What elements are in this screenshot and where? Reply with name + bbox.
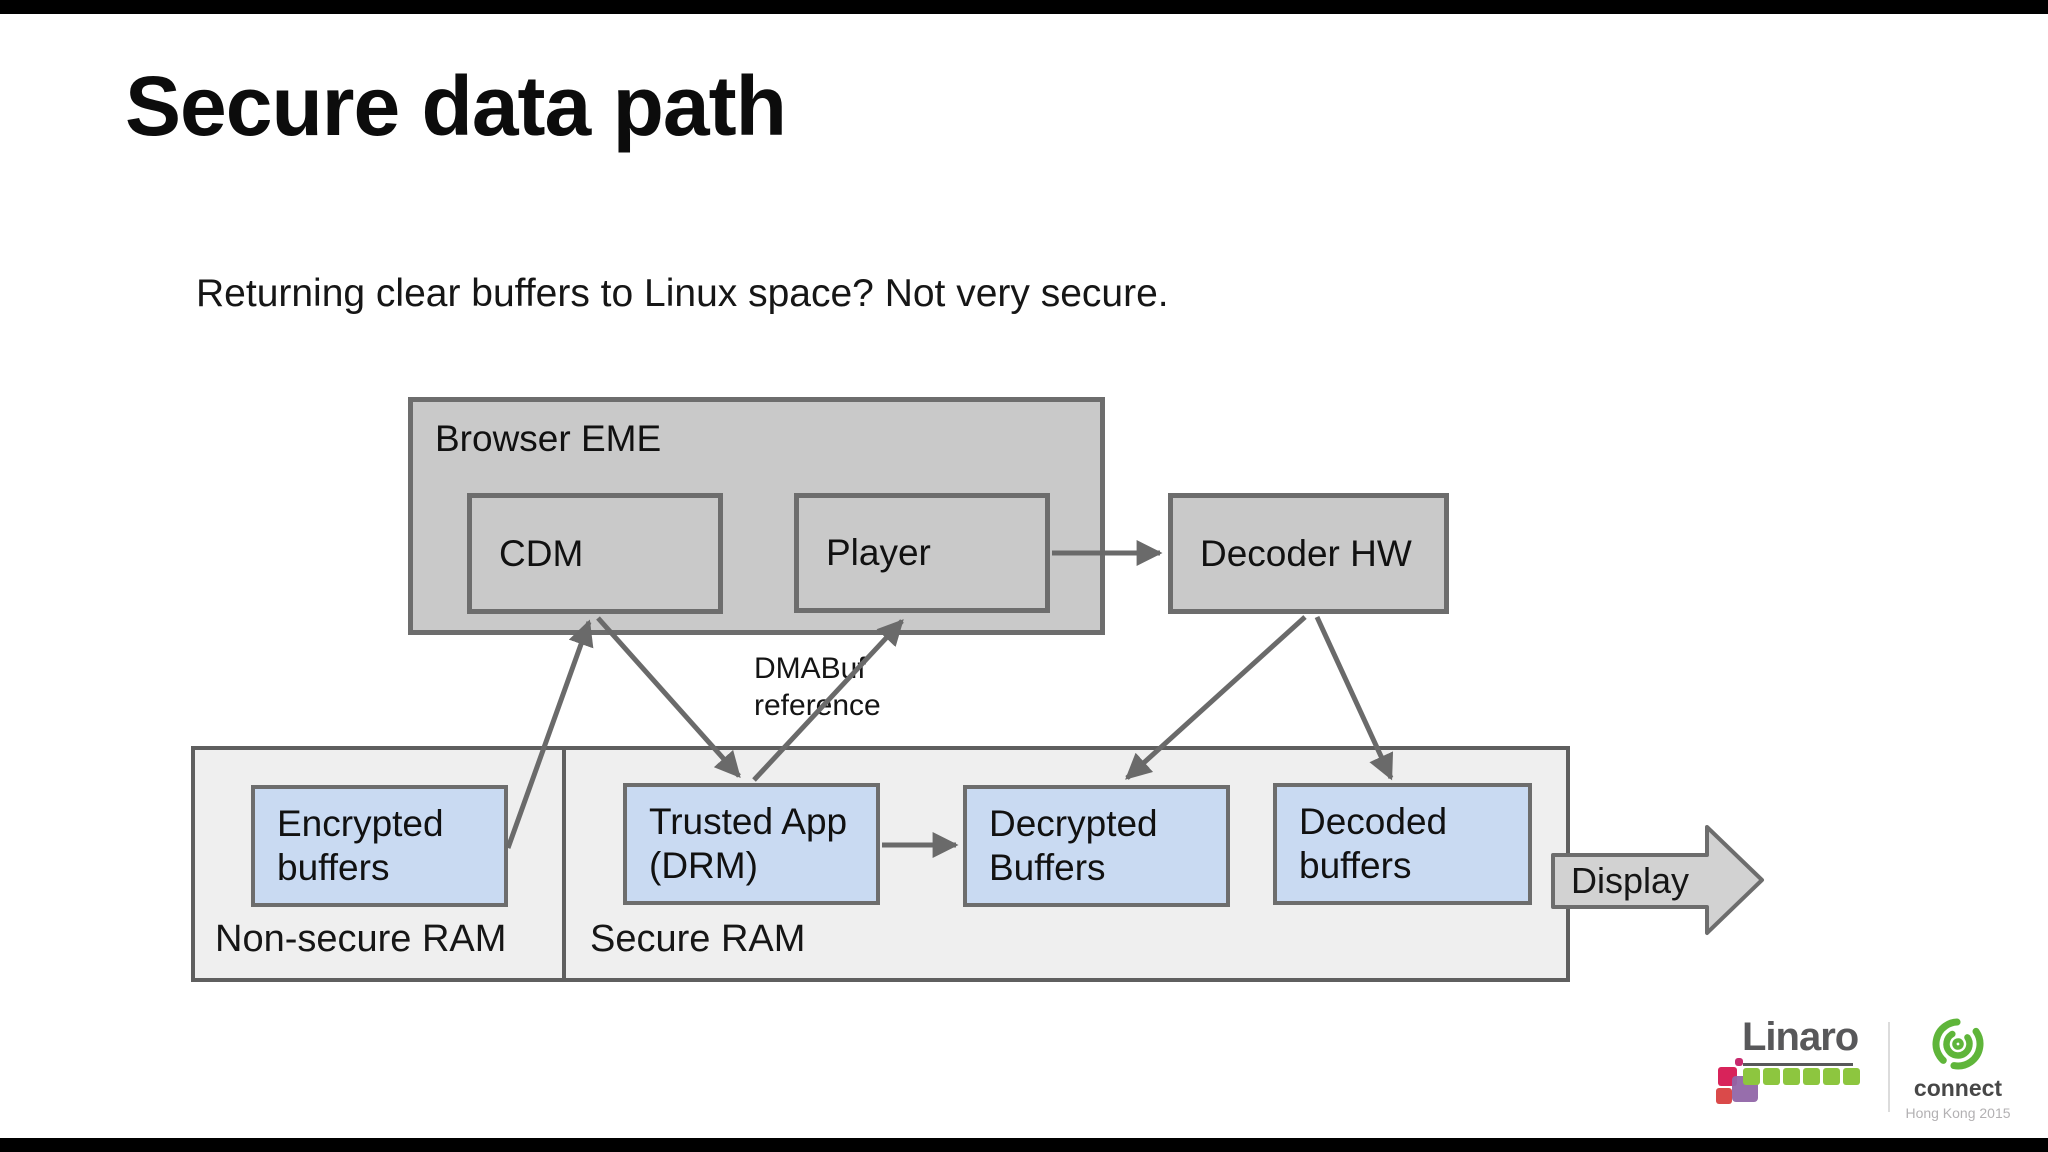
- cdm-box: CDM: [467, 493, 723, 614]
- connect-logo: connect Hong Kong 2015: [1892, 1015, 2024, 1125]
- encrypted-buffers-box: Encrypted buffers: [251, 785, 508, 907]
- linaro-logo-red-square: [1716, 1088, 1732, 1104]
- subtitle: Returning clear buffers to Linux space? …: [196, 272, 1169, 315]
- top-black-bar: [0, 0, 2048, 14]
- player-label: Player: [826, 532, 931, 573]
- secure-ram-label: Secure RAM: [590, 918, 806, 960]
- decoder-hw-label: Decoder HW: [1200, 532, 1412, 574]
- decrypted-buffers-box: Decrypted Buffers: [963, 785, 1230, 907]
- footer-logo-divider: [1888, 1022, 1890, 1112]
- non-secure-ram-label: Non-secure RAM: [215, 918, 507, 960]
- decoded-buffers-label: Decoded buffers: [1299, 801, 1448, 886]
- connect-spiral-icon: [1932, 1018, 1984, 1070]
- decrypted-buffers-label: Decrypted Buffers: [989, 803, 1158, 888]
- encrypted-buffers-label: Encrypted buffers: [277, 803, 444, 888]
- linaro-logo-text: Linaro: [1742, 1015, 1859, 1059]
- player-box: Player: [794, 493, 1050, 613]
- dmabuf-line1: DMABuf: [754, 652, 866, 685]
- dmabuf-reference-label: DMABuf reference: [754, 650, 881, 724]
- page-title: Secure data path: [125, 59, 787, 153]
- linaro-logo-underline: [1743, 1063, 1853, 1066]
- connect-event-text: Hong Kong 2015: [1905, 1105, 2011, 1121]
- linaro-logo-magenta-square: [1735, 1058, 1743, 1066]
- trusted-app-label: Trusted App (DRM): [649, 801, 848, 886]
- linaro-logo: Linaro: [1712, 1015, 1872, 1115]
- dmabuf-line2: reference: [754, 689, 881, 722]
- connect-logo-text: connect: [1913, 1075, 2003, 1101]
- browser-eme-label: Browser EME: [435, 418, 662, 459]
- display-label: Display: [1570, 860, 1690, 901]
- bottom-black-bar: [0, 1138, 2048, 1152]
- trusted-app-box: Trusted App (DRM): [623, 783, 880, 905]
- decoded-buffers-box: Decoded buffers: [1273, 783, 1532, 905]
- decoder-hw-box: Decoder HW: [1168, 493, 1449, 614]
- cdm-label: CDM: [499, 532, 584, 574]
